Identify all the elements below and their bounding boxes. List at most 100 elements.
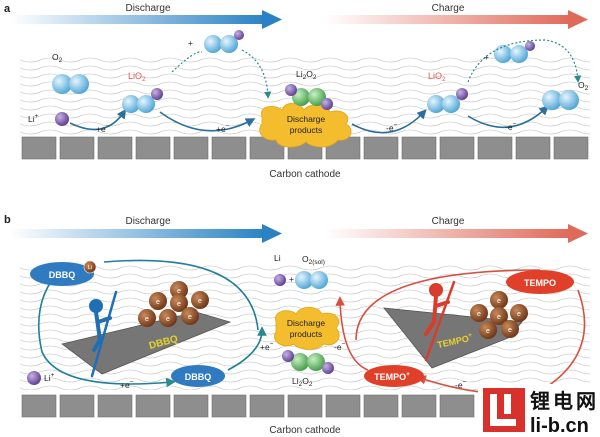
dbbq-loop-left: [37, 267, 176, 388]
svg-text:e: e: [156, 299, 160, 306]
electron-pile-right: [470, 291, 528, 339]
panel-b: b Discharge Charge Carbon cathode: [4, 214, 590, 436]
arrow-li-to-lio2: [69, 108, 127, 131]
svg-text:e: e: [497, 298, 501, 305]
electron-label-a2: +e−: [216, 123, 230, 134]
svg-text:e: e: [166, 316, 170, 323]
charge-label-a: Charge: [432, 3, 465, 14]
dbbq-badge-bottom: [171, 365, 225, 387]
lio2-label-left: LiO2: [128, 71, 146, 83]
discharge-products-blob-a: [259, 102, 352, 148]
dbbq-bead-label: Li: [88, 265, 92, 271]
tempo-badge-bottom: [364, 365, 424, 387]
discharge-arrow-a: [10, 10, 282, 29]
carbon-cathode-b: [21, 394, 475, 418]
li-atom-center: [274, 274, 286, 286]
dbbq-badge-top: [30, 262, 94, 286]
svg-text:e: e: [177, 288, 181, 295]
charge-arrow-a: [325, 10, 588, 29]
panel-a-letter: a: [4, 3, 11, 15]
svg-text:e: e: [188, 314, 192, 321]
svg-text:e: e: [177, 301, 181, 308]
dotted-arrow-a2: [241, 49, 272, 99]
watermark: 锂电网 li-b.cn: [478, 384, 600, 437]
arrow-lio2-to-o2: [467, 105, 549, 128]
electron-label-a3: -e−: [386, 122, 398, 133]
li2o2-label-b: Li2O2: [292, 376, 313, 388]
dbbq-label-top: DBBQ: [49, 270, 76, 280]
tempo-loop-left: [335, 296, 369, 371]
o2-molecule-top: [204, 30, 244, 53]
li-plus-label-a: Li+: [28, 113, 39, 124]
dbbq-loop-right: [227, 326, 267, 371]
products-label-b2: products: [290, 329, 323, 339]
li2o2-label-a: Li2O2: [296, 69, 317, 81]
dotted-arrow-a3: [467, 39, 582, 83]
dbbq-rower-figure: [89, 290, 118, 378]
o2-label-right: O2: [578, 80, 589, 92]
lio2-molecule-right: [427, 88, 468, 113]
dbbq-label-bottom: DBBQ: [185, 372, 212, 382]
tempo-rower-figure: [424, 280, 456, 362]
electron-pile-left: [138, 281, 209, 327]
dbbq-lithium-bead: [83, 260, 97, 274]
li2o2-molecule-a: [285, 84, 333, 110]
svg-text:e: e: [477, 311, 481, 318]
dbbq-loop-top: [103, 259, 259, 331]
lio2-molecule-left: [122, 88, 163, 113]
products-label-a2: products: [290, 125, 323, 135]
plus-sign-a-right: +: [484, 52, 489, 62]
svg-text:e: e: [497, 314, 501, 321]
li2o2-molecule-b: [282, 350, 334, 374]
o2-sol-label: O2(sol): [302, 254, 325, 266]
electron-labels-right: e e e e e e: [477, 298, 521, 335]
o2-label-left: O2: [52, 52, 63, 64]
o2-molecule-left: [52, 74, 89, 94]
products-label-a1: Discharge: [287, 114, 326, 124]
svg-text:e: e: [198, 298, 202, 305]
o2-molecule-right: [542, 90, 579, 110]
plus-sign-a: +: [188, 38, 193, 48]
tempo-label-bottom: TEMPO+: [374, 371, 410, 382]
arrow-lio2-to-products: [159, 111, 256, 132]
discharge-label-b: Discharge: [125, 216, 170, 227]
plus-center: +: [289, 274, 294, 284]
discharge-products-blob-b: [274, 306, 340, 350]
svg-text:e: e: [145, 316, 149, 323]
watermark-cn: 锂电网: [530, 389, 599, 413]
watermark-logo-icon: [483, 388, 525, 432]
dotted-arrow-a1: [171, 51, 203, 73]
electron-label-a4: -e−: [505, 121, 517, 132]
li-label-center: Li: [274, 253, 281, 263]
tempo-label-top: TEMPO: [524, 278, 556, 288]
svg-text:e: e: [486, 328, 490, 335]
li-ion-a: [55, 112, 69, 126]
lio2-label-right: LiO2: [428, 71, 446, 83]
arrow-products-to-lio2: [351, 109, 427, 134]
li-ion-b: [27, 371, 41, 385]
watermark-en: li-b.cn: [530, 415, 589, 437]
discharge-label-a: Discharge: [125, 3, 170, 14]
panel-b-letter: b: [4, 214, 11, 226]
electron-label-b-center-left: +e−: [260, 341, 274, 352]
cathode-caption-a: Carbon cathode: [269, 169, 341, 180]
panel-a: a Discharge Charge: [4, 3, 590, 180]
electron-label-b1: +e−: [120, 379, 134, 390]
svg-text:e: e: [517, 311, 521, 318]
discharge-arrow-b: [10, 224, 282, 243]
tempo-badge-top: [506, 270, 574, 294]
products-label-b1: Discharge: [287, 318, 326, 328]
electron-labels-left: e e e e e e e: [145, 288, 202, 323]
electron-label-a1: +e−: [96, 123, 110, 134]
li-plus-label-b: Li+: [44, 372, 55, 383]
svg-text:e: e: [508, 327, 512, 334]
charge-label-b: Charge: [432, 216, 465, 227]
electron-label-b-right: -e−: [455, 379, 467, 390]
charge-arrow-b: [325, 224, 588, 243]
o2-sol-molecule: [295, 271, 328, 289]
electron-label-b-center-right: -e−: [334, 341, 346, 352]
cathode-caption-b: Carbon cathode: [269, 425, 341, 436]
tempo-loop-top: [355, 269, 541, 341]
